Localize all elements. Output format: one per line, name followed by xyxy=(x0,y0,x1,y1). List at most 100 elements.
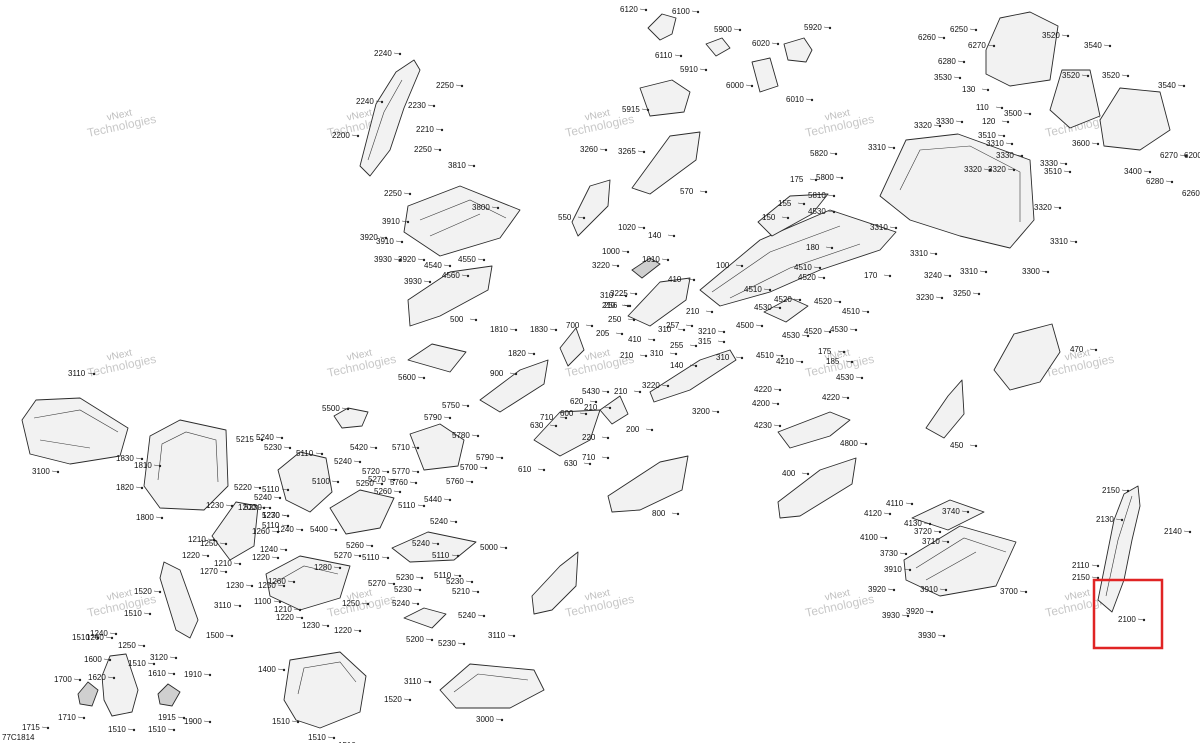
callout-3230[interactable]: 3230 xyxy=(916,293,944,302)
callout-3310[interactable]: 3310 xyxy=(910,249,938,258)
callout-710[interactable]: 710 xyxy=(582,453,610,462)
part-4800[interactable] xyxy=(777,411,851,449)
callout-1260[interactable]: 1260 xyxy=(268,577,296,586)
callout-1220[interactable]: 1220 xyxy=(252,553,280,562)
callout-5230[interactable]: 5230 xyxy=(394,585,422,594)
callout-1830[interactable]: 1830 xyxy=(530,325,558,334)
part-800[interactable] xyxy=(607,455,689,513)
callout-3800[interactable]: 3800 xyxy=(472,203,500,212)
callout-6000[interactable]: 6000 xyxy=(726,81,754,90)
callout-3930[interactable]: 3930 xyxy=(374,255,402,264)
callout-2110[interactable]: 2110 xyxy=(1072,561,1100,570)
callout-250[interactable]: 250 xyxy=(608,315,636,324)
callout-5230[interactable]: 5230 xyxy=(244,503,272,512)
callout-3320[interactable]: 3320 xyxy=(964,165,992,174)
callout-130[interactable]: 130 xyxy=(962,85,990,94)
callout-2150[interactable]: 2150 xyxy=(1102,486,1130,495)
part-1800[interactable] xyxy=(143,419,229,511)
callout-1500[interactable]: 1500 xyxy=(206,631,234,640)
callout-3320[interactable]: 3320 xyxy=(988,165,1016,174)
callout-500[interactable]: 500 xyxy=(450,315,478,324)
callout-2250[interactable]: 2250 xyxy=(384,189,412,198)
callout-5800[interactable]: 5800 xyxy=(816,173,844,182)
callout-5240[interactable]: 5240 xyxy=(392,599,420,608)
callout-6270[interactable]: 6270 xyxy=(968,41,996,50)
callout-1230[interactable]: 1230 xyxy=(206,501,234,510)
callout-5810[interactable]: 5810 xyxy=(808,191,836,200)
callout-550[interactable]: 550 xyxy=(558,213,586,222)
callout-3225[interactable]: 3225 xyxy=(610,289,638,298)
callout-3540[interactable]: 3540 xyxy=(1084,41,1112,50)
part-3500[interactable] xyxy=(985,11,1059,87)
callout-630[interactable]: 630 xyxy=(530,421,558,430)
callout-3250[interactable]: 3250 xyxy=(953,289,981,298)
callout-210[interactable]: 210 xyxy=(584,403,612,412)
part-450[interactable] xyxy=(925,379,965,439)
callout-5110[interactable]: 5110 xyxy=(262,485,290,494)
callout-3530[interactable]: 3530 xyxy=(934,73,962,82)
part-5900[interactable] xyxy=(705,37,731,57)
callout-1400[interactable]: 1400 xyxy=(258,665,286,674)
callout-257[interactable]: 257 xyxy=(666,321,694,330)
callout-3910[interactable]: 3910 xyxy=(920,585,948,594)
callout-4510[interactable]: 4510 xyxy=(744,285,772,294)
callout-4560[interactable]: 4560 xyxy=(442,271,470,280)
callout-5200[interactable]: 5200 xyxy=(406,635,434,644)
callout-1220[interactable]: 1220 xyxy=(276,613,304,622)
callout-1510[interactable]: 1510 xyxy=(128,659,156,668)
callout-185[interactable]: 185 xyxy=(826,357,854,366)
callout-140[interactable]: 140 xyxy=(670,361,698,370)
part-700[interactable] xyxy=(559,327,585,367)
callout-200[interactable]: 200 xyxy=(626,425,654,434)
callout-4220[interactable]: 4220 xyxy=(822,393,850,402)
callout-2200[interactable]: 2200 xyxy=(332,131,360,140)
callout-1710[interactable]: 1710 xyxy=(58,713,86,722)
callout-210[interactable]: 210 xyxy=(686,307,714,316)
part-2200[interactable] xyxy=(359,59,421,177)
callout-450[interactable]: 450 xyxy=(950,441,978,450)
callout-1000[interactable]: 1000 xyxy=(602,247,630,256)
callout-6020[interactable]: 6020 xyxy=(752,39,780,48)
callout-2100[interactable]: 2100 xyxy=(1118,615,1146,624)
callout-5240[interactable]: 5240 xyxy=(412,539,440,548)
callout-5400[interactable]: 5400 xyxy=(310,525,338,534)
callout-1250[interactable]: 1250 xyxy=(118,641,146,650)
callout-1915[interactable]: 1915 xyxy=(158,713,186,722)
callout-3910[interactable]: 3910 xyxy=(884,565,912,574)
callout-310[interactable]: 310 xyxy=(650,349,678,358)
callout-1010[interactable]: 1010 xyxy=(642,255,670,264)
callout-175[interactable]: 175 xyxy=(790,175,818,184)
part-1010[interactable] xyxy=(631,257,661,279)
callout-6280[interactable]: 6280 xyxy=(1146,177,1174,186)
callout-5230[interactable]: 5230 xyxy=(264,443,292,452)
callout-180[interactable]: 180 xyxy=(806,243,834,252)
callout-5240[interactable]: 5240 xyxy=(334,457,362,466)
callout-100[interactable]: 100 xyxy=(716,261,744,270)
callout-5440[interactable]: 5440 xyxy=(424,495,452,504)
callout-256[interactable]: 256 xyxy=(604,301,632,310)
callout-3930[interactable]: 3930 xyxy=(918,631,946,640)
callout-5790[interactable]: 5790 xyxy=(476,453,504,462)
callout-6110[interactable]: 6110 xyxy=(655,51,683,60)
part-250[interactable] xyxy=(627,277,691,327)
callout-1820[interactable]: 1820 xyxy=(508,349,536,358)
part-5500[interactable] xyxy=(333,407,369,429)
callout-170[interactable]: 170 xyxy=(864,271,892,280)
callout-5215[interactable]: 5215 xyxy=(236,435,264,444)
callout-5910[interactable]: 5910 xyxy=(680,65,708,74)
callout-3700[interactable]: 3700 xyxy=(1000,587,1028,596)
callout-4550[interactable]: 4550 xyxy=(458,255,486,264)
part-200[interactable] xyxy=(599,395,629,425)
callout-4530[interactable]: 4530 xyxy=(836,373,864,382)
part-500[interactable] xyxy=(407,265,493,327)
callout-3000[interactable]: 3000 xyxy=(476,715,504,724)
part-150[interactable] xyxy=(757,193,829,237)
callout-3740[interactable]: 3740 xyxy=(942,507,970,516)
callout-1250[interactable]: 1250 xyxy=(342,599,370,608)
callout-3310[interactable]: 3310 xyxy=(960,267,988,276)
callout-1910[interactable]: 1910 xyxy=(184,670,212,679)
callout-3300[interactable]: 3300 xyxy=(1022,267,1050,276)
callout-3810[interactable]: 3810 xyxy=(448,161,476,170)
callout-3320[interactable]: 3320 xyxy=(1034,203,1062,212)
callout-310[interactable]: 310 xyxy=(716,353,744,362)
